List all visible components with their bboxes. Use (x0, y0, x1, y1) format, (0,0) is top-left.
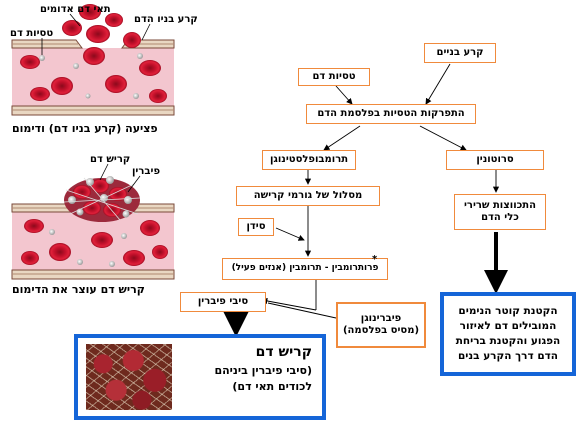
box-vessel-contraction-line1: התכווצות שרירי (463, 199, 537, 211)
narrowing-line3: הפגוע והקטנת בריחת (455, 335, 561, 347)
box-clotting-pathway: מסלול של גורמי קרישה (236, 186, 380, 206)
box-prothrombin: פרותרומבין - תרומבין (אנזים פעיל) (222, 258, 388, 280)
narrowing-line2: המובילים דם לאיזור (459, 319, 557, 332)
box-vessel-tear-text: קרע בניים (436, 46, 484, 58)
red-blood-cells-bottom (21, 219, 168, 266)
top-vessel (11, 4, 175, 116)
narrowing-line4: הדם דרך הקרע בנים (457, 350, 559, 363)
narrowing-line1: הקטנת קוטר הנימים (458, 304, 558, 317)
box-vessel-tear: קרע בניים (424, 43, 496, 63)
box-platelets-text: טסיות דם (312, 70, 356, 82)
box-platelet-breakdown-text: התפרקות הטסיות בפלסמת הדם (317, 107, 465, 119)
label-fibrin: פיברין (132, 166, 161, 177)
clot-title: קריש דם (255, 344, 312, 360)
caption-injury: פציעה (קרע בניו דם) ודימום (12, 122, 158, 135)
result-blood-clot: קריש דם (סיבי פיברין ביניהם לכודים תאי ד… (74, 334, 326, 420)
label-red-cells: תאי דם אדומים (40, 4, 111, 15)
caption-clot-stops: קריש דם עוצר את הדימום (12, 283, 145, 296)
box-fibrinogen: פיברינוגן (מסיס בפלסמה) (336, 302, 426, 348)
box-fibrin-fibers-text: סיבי פיברין (197, 295, 249, 307)
box-calcium-text: סידן (246, 220, 266, 232)
box-serotonin: סרוטונין (446, 150, 544, 170)
label-platelets-top: טסיות דם (10, 28, 54, 39)
bottom-vessel (11, 163, 175, 280)
clot-desc-line1: (סיבי פיברין ביניהם (214, 364, 312, 377)
label-vessel-tear: קרע בניו הדם (134, 14, 198, 25)
box-calcium: סידן (238, 218, 274, 236)
red-blood-cells-top (20, 4, 167, 103)
box-fibrinogen-line2: (מסיס בפלסמה) (342, 325, 420, 336)
box-thromboplastinogen-text: תרומבופלסטינוגן (269, 153, 349, 165)
box-serotonin-text: סרוטונין (476, 153, 514, 165)
label-clot: קריש דם (90, 154, 131, 165)
clot-mass (63, 176, 141, 222)
box-vessel-contraction: התכווצות שרירי כלי הדם (454, 194, 546, 230)
platelets-bottom (49, 229, 127, 267)
box-platelets: טסיות דם (298, 68, 370, 86)
box-clotting-pathway-text: מסלול של גורמי קרישה (253, 189, 363, 201)
result-capillary-narrowing: הקטנת קוטר הנימים המובילים דם לאיזור הפג… (440, 292, 576, 376)
box-vessel-contraction-line2: כלי הדם (481, 212, 519, 223)
box-platelet-breakdown: התפרקות הטסיות בפלסמת הדם (306, 104, 476, 124)
box-fibrin-fibers: סיבי פיברין (180, 292, 266, 312)
clot-desc-line2: לכודים תאי דם) (232, 380, 312, 393)
box-prothrombin-text: פרותרומבין - תרומבין (אנזים פעיל) (231, 263, 379, 274)
prothrombin-asterisk: * (372, 254, 378, 265)
clot-photo (86, 344, 172, 410)
box-thromboplastinogen: תרומבופלסטינוגן (262, 150, 356, 170)
box-fibrinogen-line1: פיברינוגן (360, 312, 402, 324)
platelets-top (39, 53, 143, 99)
